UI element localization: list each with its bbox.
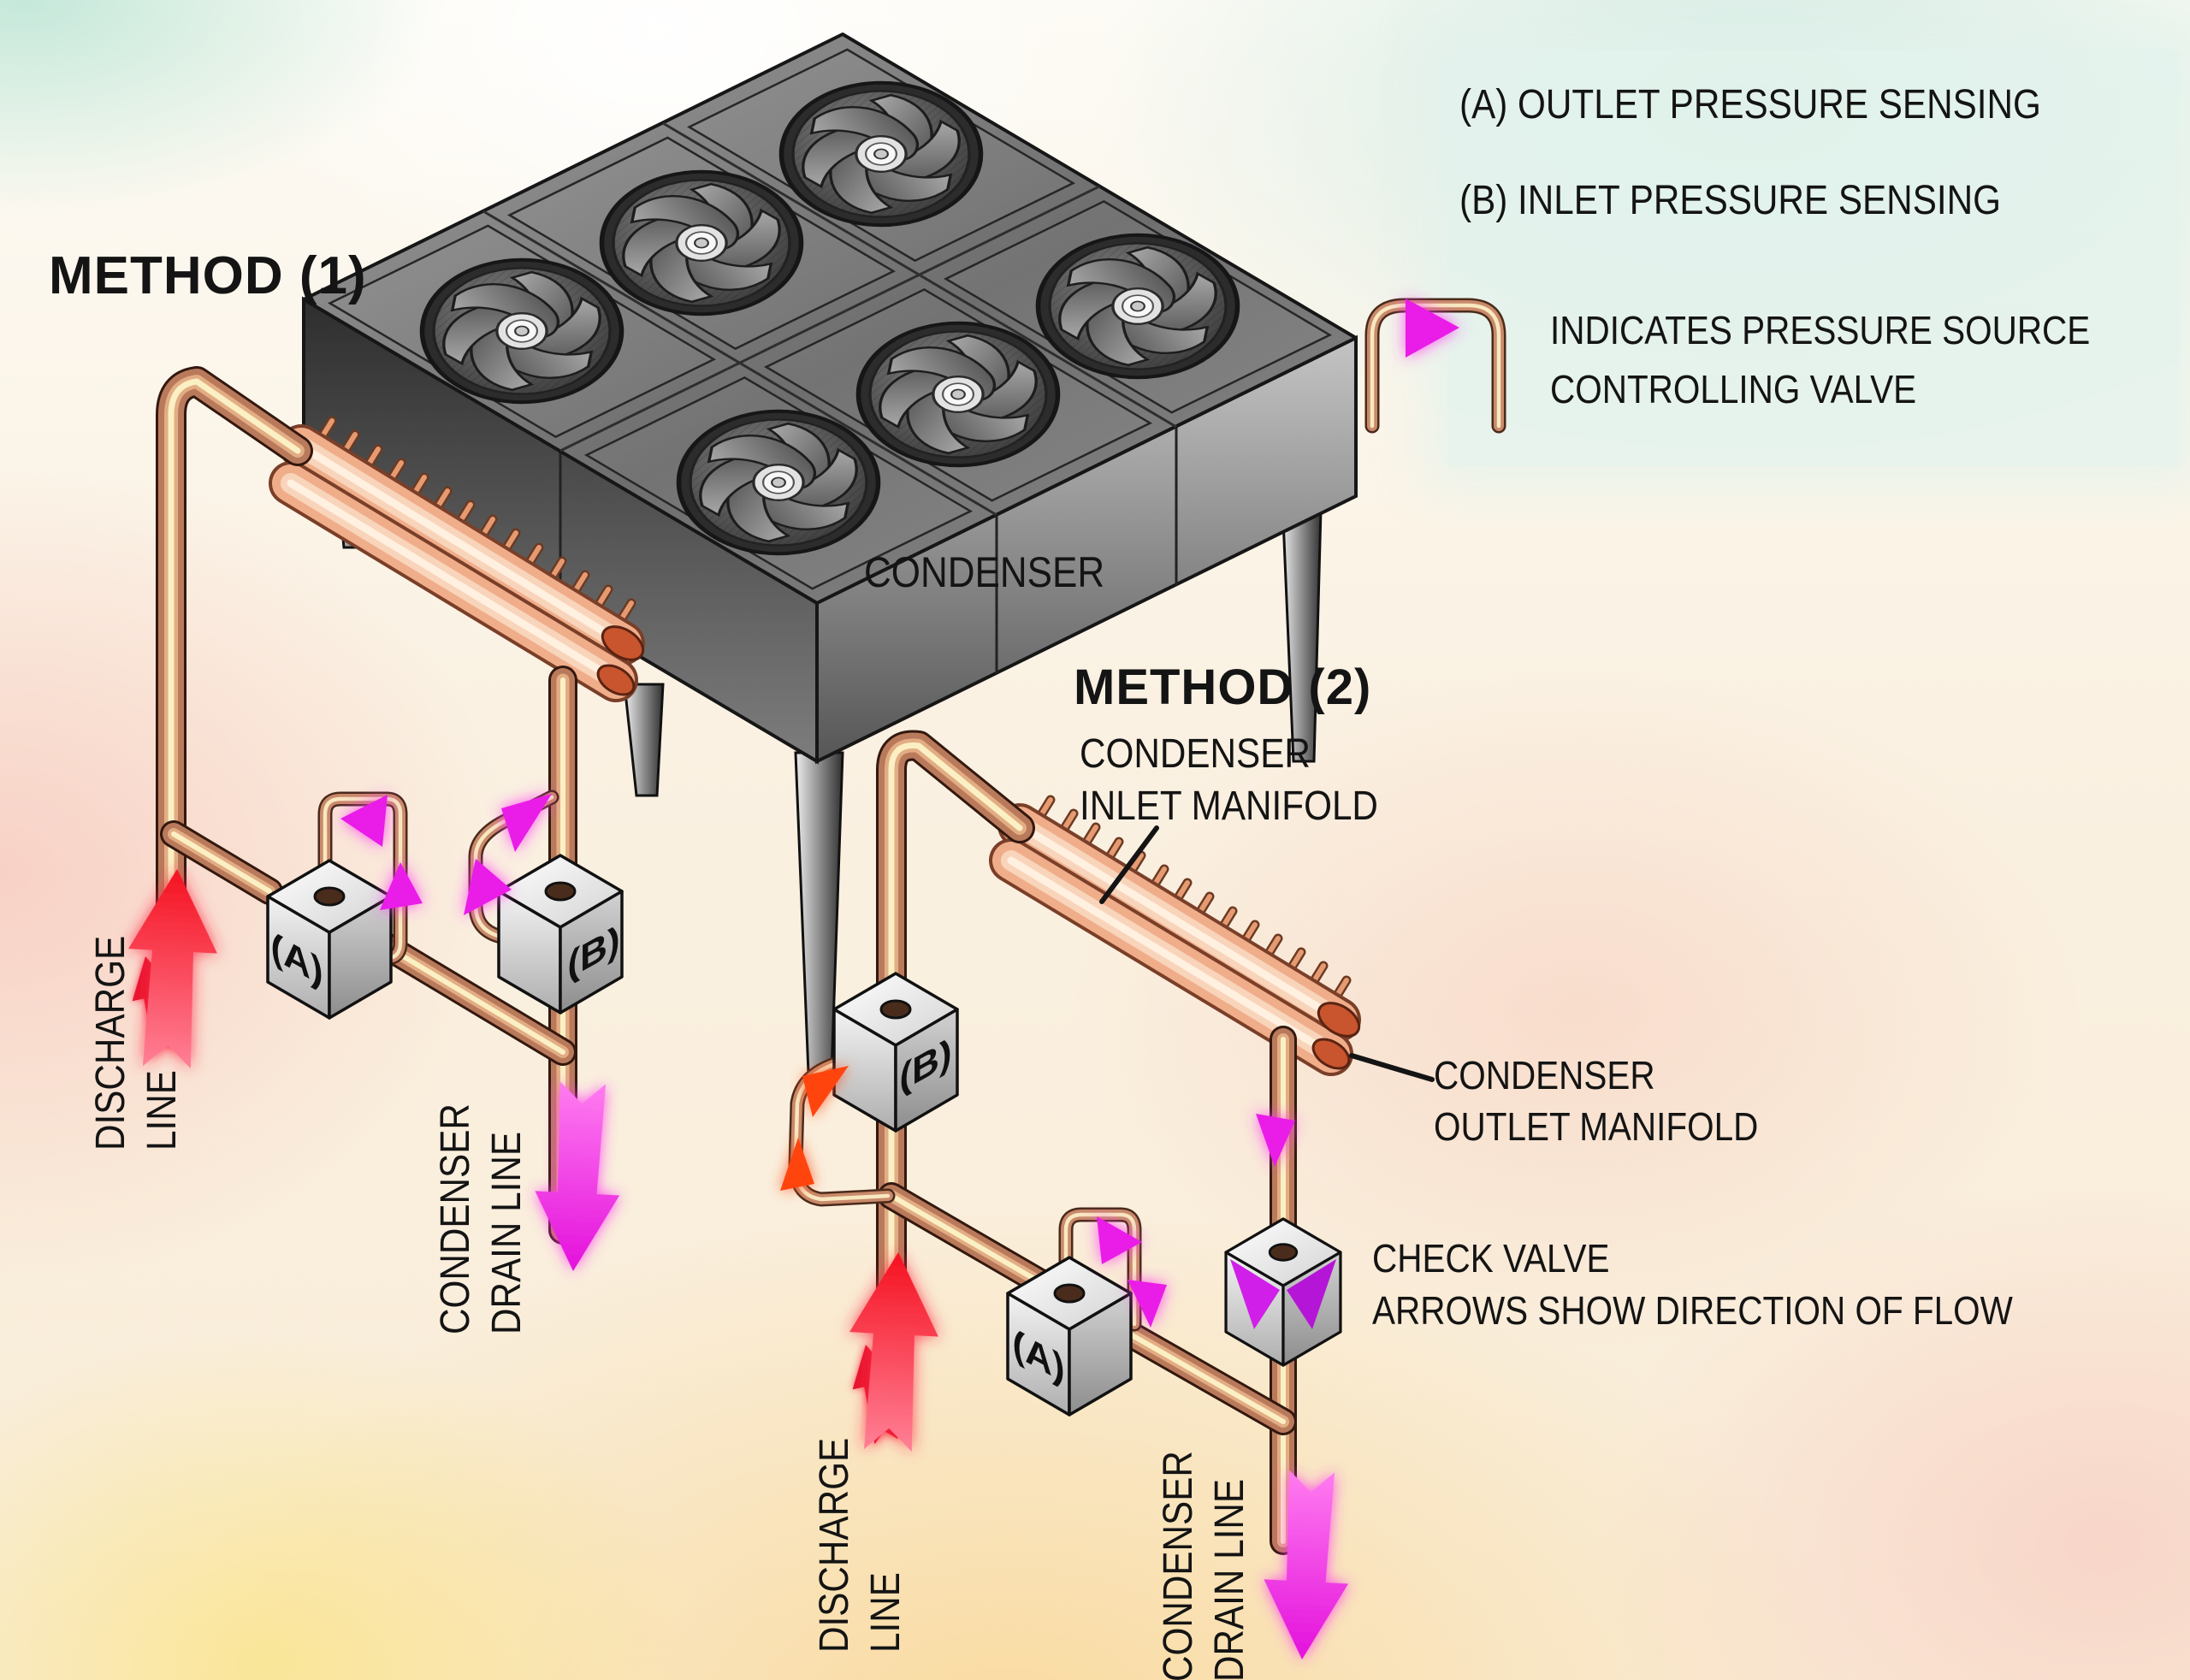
condenser-manifold-m1 <box>269 416 645 702</box>
drain-flow-arrow-icon <box>1256 1114 1295 1167</box>
outlet-manifold-label: CONDENSER OUTLET MANIFOLD <box>1434 1053 1759 1149</box>
legend-outlet-sensing: (A) OUTLET PRESSURE SENSING <box>1459 82 2041 127</box>
condenser-unit <box>302 33 1358 1075</box>
discharge-line-label-m1: DISCHARGE LINE <box>88 935 186 1151</box>
legend-panel <box>1447 50 2180 466</box>
manifold-end-cap <box>601 625 645 661</box>
pressure-arrow-icon <box>380 862 423 910</box>
check-valve-label: CHECK VALVE ARROWS SHOW DIRECTION OF FLO… <box>1372 1236 2013 1334</box>
legend-pressure-source-caption: INDICATES PRESSURE SOURCE CONTROLLING VA… <box>1550 308 2091 411</box>
discharge-riser-pipe-m2 <box>876 730 1035 1352</box>
condenser-drain-line-label-m2: CONDENSER DRAIN LINE <box>1156 1451 1253 1680</box>
discharge-flow-arrow-icon <box>843 1250 943 1453</box>
pressure-arrow-icon <box>802 1066 849 1117</box>
condenser-fan <box>602 172 802 314</box>
condenser-fan <box>859 323 1058 465</box>
manifold-end-cap <box>1317 1002 1361 1038</box>
condenser-fan <box>782 83 981 225</box>
pressure-source-arrows-m1 <box>340 794 552 915</box>
drain-flow-arrow-icon <box>530 1080 625 1274</box>
pressure-arrow-icon <box>1097 1216 1142 1264</box>
condenser-fan <box>423 260 622 402</box>
pressure-arrow-icon <box>1406 299 1459 358</box>
manifold-end-cap <box>596 664 636 696</box>
condenser-fan <box>1039 235 1238 377</box>
sensing-tube-valve-b-m2 <box>788 1053 896 1207</box>
pressure-source-arrows-m2 <box>780 1066 1295 1328</box>
method2-title: METHOD (2) <box>1074 660 1372 715</box>
condenser-manifolds-m2 <box>989 795 1361 1076</box>
manifold-end-cap <box>1311 1038 1351 1070</box>
pressure-arrow-icon <box>340 795 388 847</box>
inlet-manifold-leader-line <box>1099 825 1159 904</box>
pressure-source-symbol <box>1364 298 1506 434</box>
check-valve-arrow-icon <box>1230 1259 1280 1329</box>
check-valve-arrow-icon <box>1287 1259 1336 1329</box>
condenser-label: CONDENSER <box>864 548 1105 596</box>
pressure-arrow-icon <box>1128 1280 1167 1328</box>
sensing-tube-valve-a-m1 <box>317 791 408 966</box>
sensing-tube-valve-a-m2 <box>1058 1207 1142 1332</box>
legend-inlet-sensing: (B) INLET PRESSURE SENSING <box>1459 178 2001 223</box>
condenser-fan <box>679 411 879 553</box>
sensing-tube-valve-b-m1 <box>468 790 559 949</box>
discharge-pipe-m1 <box>156 366 313 991</box>
pressure-arrow-icon <box>780 1138 814 1191</box>
outlet-manifold-leader-line <box>1349 1053 1435 1082</box>
condenser-leg <box>623 683 665 797</box>
method1-title: METHOD (1) <box>49 246 367 305</box>
condenser-drain-line-label-m1: CONDENSER DRAIN LINE <box>433 1103 530 1334</box>
discharge-line-label-m2: DISCHARGE LINE <box>812 1437 909 1653</box>
inlet-manifold-label: CONDENSER INLET MANIFOLD <box>1080 731 1378 830</box>
pressure-arrow-icon <box>501 794 552 852</box>
pressure-arrow-icon <box>464 859 512 915</box>
